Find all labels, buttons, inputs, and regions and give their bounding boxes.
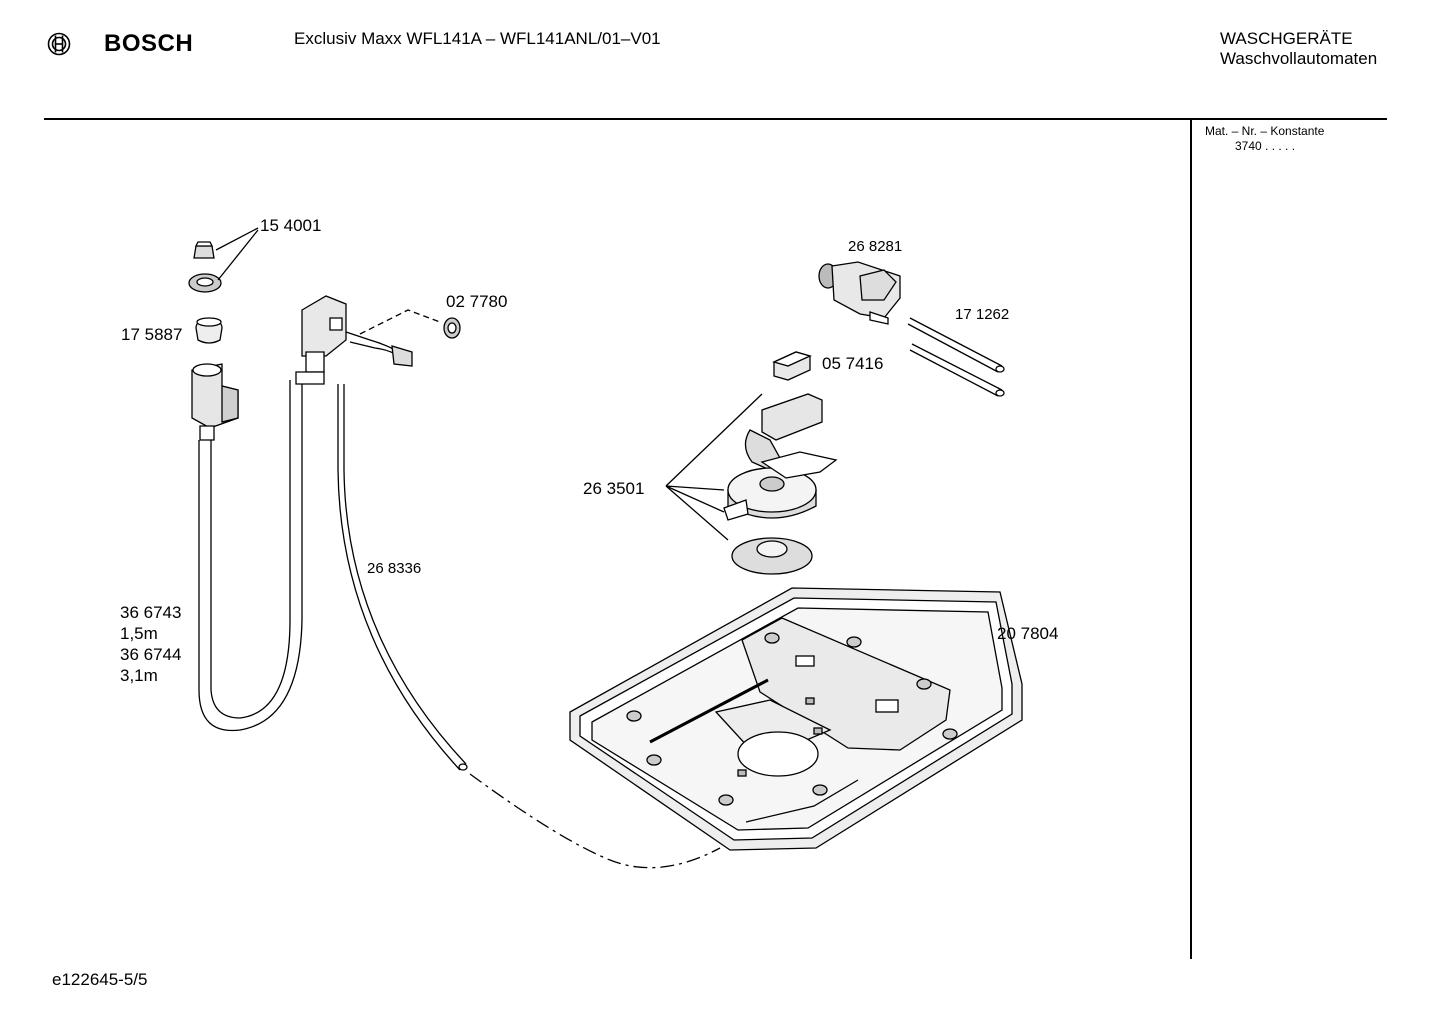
part-label-171262: 17 1262: [955, 306, 1010, 323]
inlet-hose-part: [198, 380, 303, 732]
base-tray-part: [569, 587, 1023, 851]
pressure-hose-part: [907, 317, 1005, 397]
safety-valve-housing: [295, 295, 413, 385]
brand-name: BOSCH: [104, 30, 194, 57]
part-label-154001: 15 4001: [260, 216, 322, 235]
aquastop-valve-block: [191, 363, 239, 441]
side-panel-divider: [1190, 119, 1192, 959]
part-length-31m: 3,1m: [120, 666, 158, 685]
pressure-switch-part: [818, 261, 901, 325]
connector-plug-part: [772, 351, 812, 381]
drain-tube-part: [337, 384, 468, 771]
part-label-027780: 02 7780: [446, 292, 508, 311]
washer-ring-part: [188, 273, 222, 293]
level-chamber-disc-part: [731, 537, 813, 575]
cap-nut-part: [193, 241, 215, 259]
mat-nr-value: 3740 . . . . .: [1235, 139, 1296, 153]
page-title: Exclusiv Maxx WFL141A – WFL141ANL/01–V01: [294, 29, 661, 48]
hose-nut-part: [195, 317, 223, 344]
part-label-268281: 26 8281: [848, 238, 903, 255]
part-label-175887: 17 5887: [121, 325, 183, 344]
part-length-15m: 1,5m: [120, 624, 158, 643]
category-label: WASCHGERÄTE: [1220, 29, 1353, 48]
part-label-207804: 20 7804: [997, 624, 1059, 643]
part-label-268336: 26 8336: [367, 560, 422, 577]
header-divider: [44, 118, 1387, 120]
bosch-logo-icon: [47, 32, 71, 56]
part-label-366743: 36 6743: [120, 603, 182, 622]
level-chamber-part: [723, 393, 838, 521]
mat-nr-title: Mat. – Nr. – Konstante: [1205, 124, 1325, 138]
o-ring-part: [443, 317, 461, 339]
drawing-code: e122645-5/5: [52, 970, 148, 989]
part-label-366744: 36 6744: [120, 645, 182, 664]
subcategory-label: Waschvollautomaten: [1220, 49, 1378, 68]
part-label-263501: 26 3501: [583, 479, 645, 498]
part-label-057416: 05 7416: [822, 354, 884, 373]
